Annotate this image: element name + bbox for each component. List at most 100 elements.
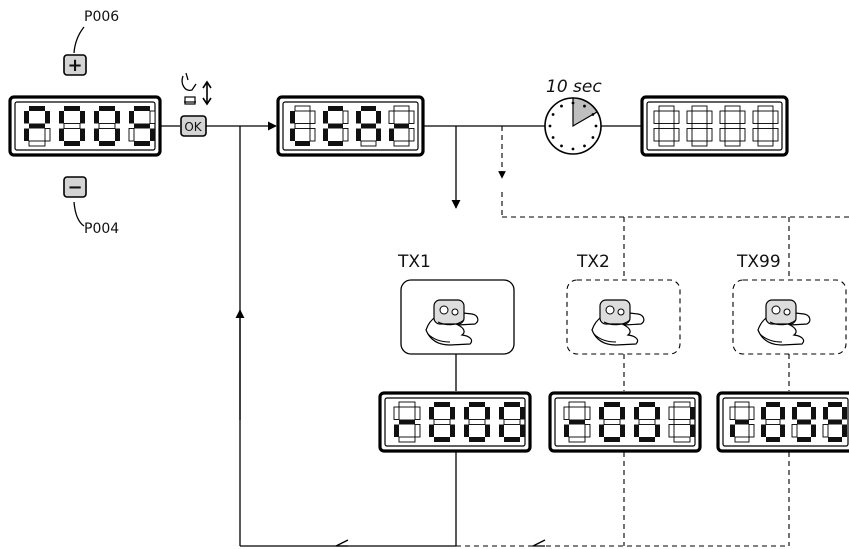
segment-f: [792, 407, 797, 420]
segment-f: [356, 111, 361, 124]
display-main: [8, 95, 162, 157]
segment-c: [520, 424, 525, 437]
segment-d: [434, 437, 450, 442]
clock-tick: [591, 136, 595, 139]
segment-g: [765, 419, 781, 425]
segment-e: [599, 424, 604, 437]
minus-button[interactable]: −: [63, 176, 87, 198]
segment-g: [757, 123, 774, 129]
segment-c: [342, 128, 349, 142]
remote-tx2[interactable]: [566, 279, 681, 355]
finger-press-icon: [181, 72, 212, 106]
segment-e: [464, 424, 469, 437]
segment-f: [719, 110, 726, 124]
tx1-label: TX1: [397, 252, 431, 272]
remote-tx99[interactable]: [732, 279, 847, 355]
segment-a: [398, 401, 416, 408]
segment-g: [691, 123, 708, 129]
segment-e: [59, 128, 64, 141]
segment-g: [29, 123, 45, 129]
segment-c: [584, 424, 591, 438]
segment-d: [504, 437, 520, 442]
ok-button[interactable]: OK: [180, 115, 207, 137]
clock-tick: [583, 104, 586, 108]
segment-g: [735, 419, 749, 425]
timer-label: 10 sec: [546, 77, 602, 97]
segment-f: [761, 407, 766, 420]
segment-e: [389, 128, 394, 141]
display-clear: [276, 95, 425, 157]
segment-e: [24, 128, 29, 141]
segment-g: [638, 419, 656, 425]
segment-e: [94, 128, 99, 141]
segment-d: [604, 437, 620, 442]
segment-d: [797, 437, 811, 442]
segment-a: [604, 402, 620, 407]
segment-a: [64, 106, 80, 111]
segment-b: [772, 110, 779, 124]
segment-g: [569, 419, 585, 425]
tx99-label: TX99: [736, 252, 781, 272]
segment-g: [394, 123, 409, 129]
segment-d: [328, 141, 343, 146]
segment-g: [98, 123, 116, 129]
segment-f: [729, 406, 736, 420]
segment-b: [706, 110, 713, 124]
segment-a: [691, 105, 708, 112]
segment-d: [99, 141, 115, 146]
segment-d: [658, 140, 675, 147]
segment-e: [822, 424, 829, 438]
segment-g: [433, 419, 451, 425]
segment-f: [823, 407, 828, 420]
segment-e: [653, 128, 660, 142]
segment-e: [752, 128, 759, 142]
segment-e: [730, 424, 735, 437]
segment-e: [356, 128, 361, 141]
segment-c: [485, 424, 490, 437]
segment-f: [94, 111, 99, 124]
clock-tick: [571, 101, 575, 105]
segment-b: [45, 111, 50, 124]
remote-tx1[interactable]: [400, 279, 515, 355]
segment-g: [134, 123, 150, 129]
display-timeout: [640, 95, 789, 157]
segment-b: [342, 110, 349, 124]
segment-d: [673, 436, 691, 443]
segment-a: [134, 106, 150, 111]
minus-target-label: P004: [84, 221, 119, 237]
segment-a: [639, 402, 655, 407]
segment-f: [129, 111, 134, 124]
segment-a: [361, 106, 376, 111]
segment-g: [658, 123, 675, 129]
segment-e: [290, 128, 295, 141]
segment-c: [748, 424, 755, 438]
timer-clock-icon: [544, 97, 602, 155]
segment-b: [748, 406, 755, 420]
segment-g: [797, 419, 811, 425]
clock-tick: [591, 113, 595, 116]
segment-e: [791, 424, 798, 438]
segment-c: [706, 128, 713, 142]
segment-b: [414, 406, 421, 420]
segment-g: [828, 419, 842, 425]
segment-d: [360, 140, 377, 147]
plus-button[interactable]: +: [63, 54, 87, 76]
display-timeout-digits: [653, 105, 779, 147]
segment-e: [686, 128, 693, 142]
segment-b: [739, 110, 746, 124]
segment-e: [323, 128, 328, 141]
display-main-digits: [24, 106, 156, 147]
segment-d: [568, 436, 586, 443]
segment-d: [734, 436, 750, 443]
segment-g: [673, 419, 691, 425]
segment-c: [80, 128, 85, 141]
segment-f: [668, 406, 675, 420]
clock-tick: [560, 144, 563, 148]
clock-tick: [583, 144, 586, 148]
segment-e: [719, 128, 726, 142]
segment-a: [658, 105, 675, 112]
segment-b: [655, 407, 660, 420]
segment-b: [485, 407, 490, 420]
segment-a: [294, 105, 311, 112]
segment-c: [309, 128, 316, 142]
